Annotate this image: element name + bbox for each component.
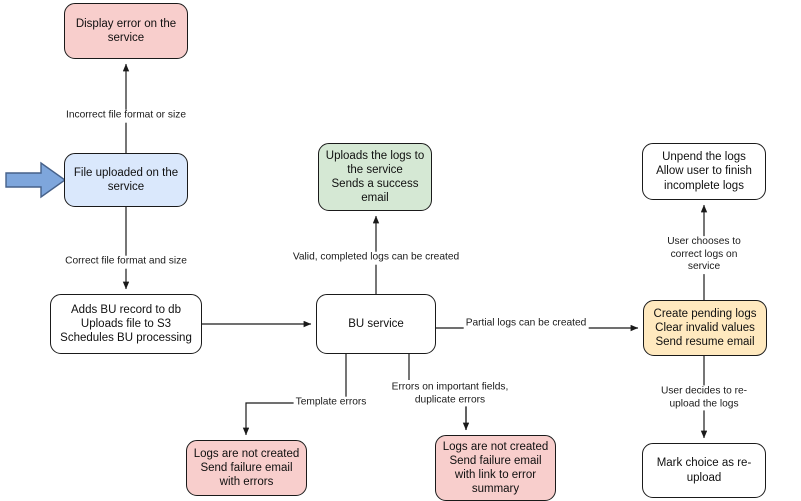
node-file-uploaded-on-service[interactable]: File uploaded on the service [64,153,188,207]
edge-bu-service-to-logs-not-created-template [242,354,347,436]
node-display-error[interactable]: Display error on the service [64,3,188,59]
edge-label-incorrect-file-format: Incorrect file format or size [63,109,189,123]
edge-label-correct-file-format: Correct file format and size [63,255,189,269]
entry-arrow-icon [5,161,67,199]
node-adds-bu-record[interactable]: Adds BU record to db Uploads file to S3 … [50,294,202,354]
edge-label-user-reupload-logs: User decides to re-upload the logs [655,385,753,411]
node-unpend-logs[interactable]: Unpend the logs Allow user to finish inc… [642,143,766,200]
edge-label-partial-logs: Partial logs can be created [463,317,589,331]
node-uploads-logs[interactable]: Uploads the logs to the service Sends a … [318,143,432,211]
node-create-pending-logs[interactable]: Create pending logs Clear invalid values… [643,300,767,356]
node-mark-choice-reupload[interactable]: Mark choice as re- upload [642,443,766,498]
node-logs-not-created-template[interactable]: Logs are not created Send failure email … [186,440,307,496]
edge-label-template-errors: Template errors [293,396,369,410]
edge-label-errors-important-fields: Errors on important fields, duplicate er… [389,381,511,407]
node-logs-not-created-summary[interactable]: Logs are not created Send failure email … [435,435,556,501]
node-bu-service[interactable]: BU service [316,294,436,354]
edge-label-user-corrects-logs: User chooses to correct logs on service [655,236,753,274]
edge-label-valid-completed-logs: Valid, completed logs can be created [290,251,462,265]
